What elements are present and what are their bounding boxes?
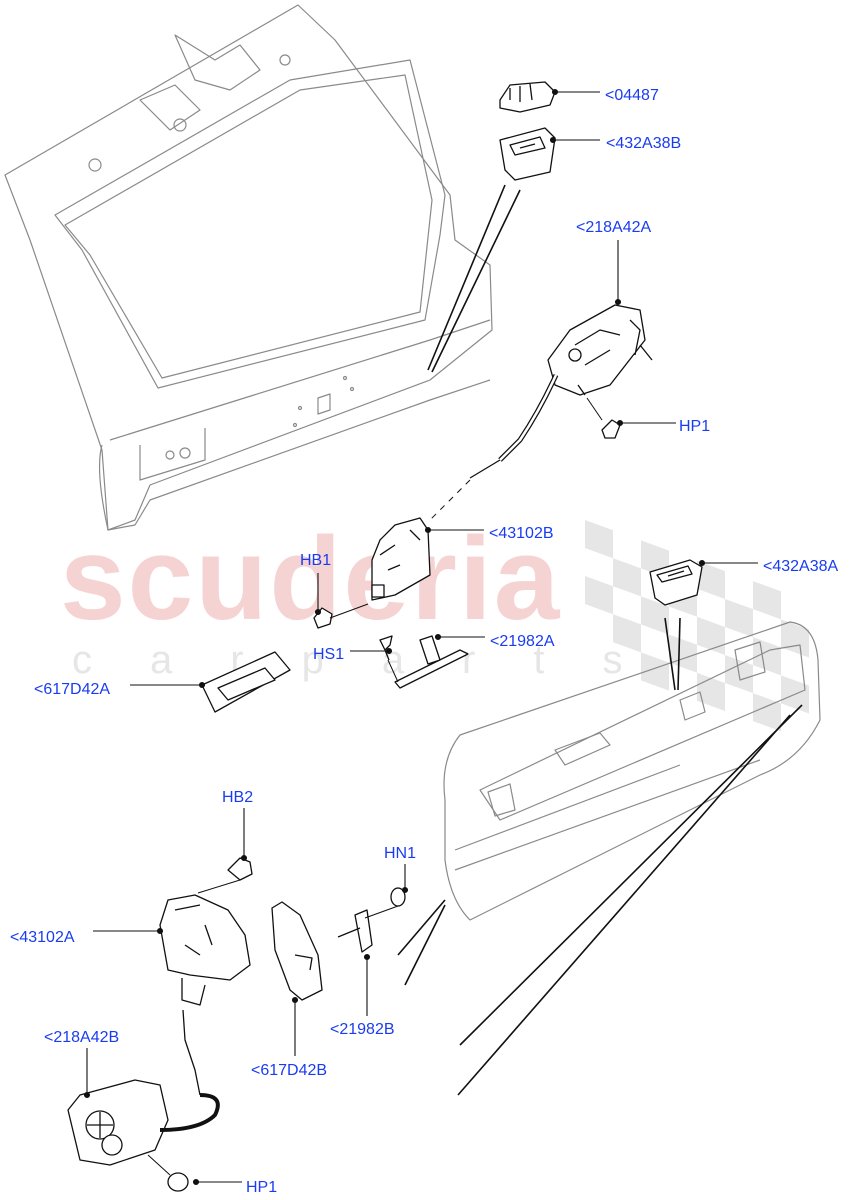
- part-617D42B-trim: [271, 901, 323, 1001]
- part-43102B-latch: [371, 517, 431, 601]
- callout-04487[interactable]: <04487: [605, 87, 659, 104]
- part-432A38A-switch: [649, 559, 703, 606]
- callout-21982B[interactable]: <21982B: [330, 1021, 395, 1038]
- callout-617D42A[interactable]: <617D42A: [34, 681, 111, 698]
- part-432A38B-switch: [499, 127, 556, 181]
- bumper-panel: [443, 621, 821, 921]
- callout-617D42B[interactable]: <617D42B: [251, 1062, 328, 1079]
- part-218A42A-actuator: [469, 304, 653, 479]
- part-617D42A-trim: [201, 651, 291, 713]
- explode-lines: [147, 397, 603, 1176]
- leader-lines: [83, 88, 758, 1186]
- part-HS1-screw: [379, 635, 393, 661]
- callout-HB2[interactable]: HB2: [222, 789, 254, 806]
- dashed-alignment-lines: [429, 479, 471, 521]
- callout-HN1[interactable]: HN1: [384, 845, 417, 862]
- part-21982B-striker: [337, 909, 373, 953]
- part-HP1-plug-bottom: [167, 1172, 189, 1192]
- callout-43102B[interactable]: <43102B: [489, 525, 554, 542]
- callout-432A38A[interactable]: <432A38A: [763, 558, 839, 575]
- watermark-subtext: carparts: [72, 638, 681, 682]
- callout-432A38B[interactable]: <432A38B: [606, 135, 682, 152]
- part-04487: [499, 81, 556, 113]
- assembly-lines: [397, 184, 803, 1096]
- part-218A42B-actuator: [67, 1009, 220, 1166]
- part-21982A-striker: [394, 635, 469, 689]
- part-HB2-bolt: [227, 857, 253, 881]
- callout-HP1-top[interactable]: HP1: [679, 418, 711, 435]
- callout-218A42A[interactable]: <218A42A: [576, 219, 652, 236]
- callout-43102A[interactable]: <43102A: [10, 929, 75, 946]
- tailgate-panel: [4, 4, 493, 531]
- callout-HB1[interactable]: HB1: [300, 552, 332, 569]
- callout-HP1-bottom[interactable]: HP1: [246, 1179, 278, 1196]
- callout-21982A[interactable]: <21982A: [490, 633, 555, 650]
- part-43102A-latch: [159, 894, 251, 1006]
- callout-218A42B[interactable]: <218A42B: [44, 1029, 120, 1046]
- part-HP1-plug-top: [601, 419, 621, 439]
- watermark-text: scuderia: [60, 513, 562, 645]
- callout-HS1[interactable]: HS1: [313, 646, 345, 663]
